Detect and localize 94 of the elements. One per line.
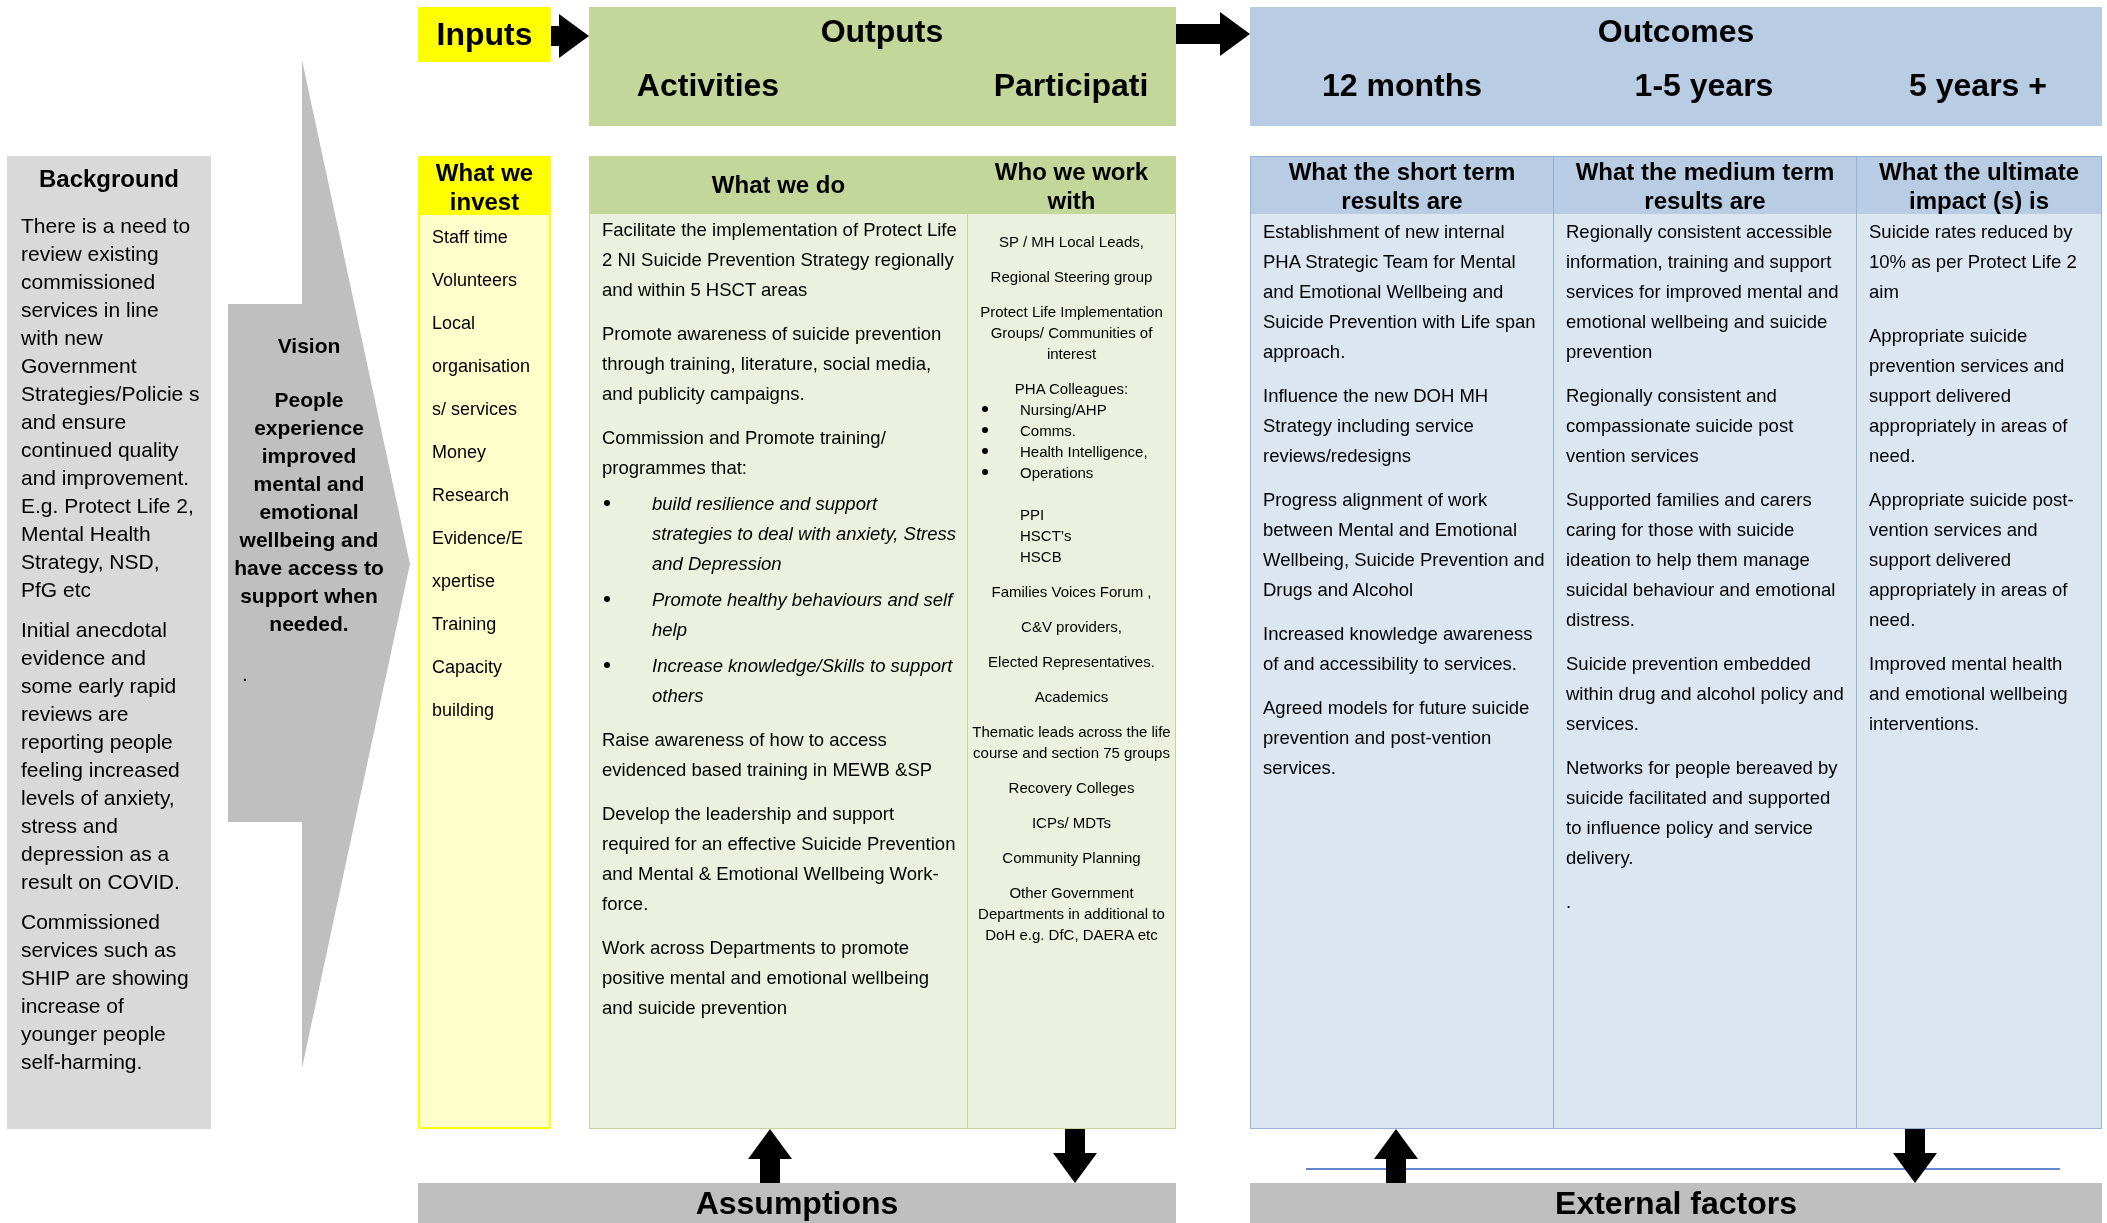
block-arrow <box>1176 12 1250 56</box>
body-text: Facilitate the implementation of Protect Life 2 NI Suicide Prevention Strategy regionally and within 5 HSCT areas <box>601 218 958 302</box>
body-text: Raise awareness of how to access evidenced based training in MEWB &SP <box>601 728 934 782</box>
body-text: Thematic leads across the life course and section 75 groups <box>972 722 1171 763</box>
body-text: Staff time <box>431 226 509 249</box>
list-text: Operations <box>1020 464 1094 481</box>
body-text: Commission and Promote training/ programmes that: <box>601 426 887 480</box>
block-arrow <box>1053 1129 1097 1183</box>
body-text: Commissioned services such as SHIP are showing increase of younger people self-harming. <box>20 909 190 1075</box>
column-panel <box>1553 156 1857 1129</box>
body-text: Supported families and carers caring for those with suicide ideation to help them manage suicidal behaviour and emotional distress. <box>1565 488 1837 632</box>
body-text: Influence the new DOH MH Strategy including service reviews/redesigns <box>1262 384 1490 468</box>
body-text: Work across Departments to promote positive mental and emotional wellbeing and suicide prevention <box>601 936 931 1020</box>
list-text: Increase knowledge/Skills to support others <box>652 655 953 706</box>
body-text: Increased knowledge awareness of and accessibility to services. <box>1262 622 1534 676</box>
block-arrow <box>1374 1129 1418 1183</box>
block-arrow <box>748 1129 792 1183</box>
subheading: Participati <box>992 67 1150 104</box>
body-text: PPI <box>1019 505 1046 525</box>
list-text: Promote healthy behaviours and self help <box>652 589 953 640</box>
body-text: Capacity building <box>431 656 504 722</box>
column-heading: What we invest <box>434 158 535 216</box>
column-panel <box>1250 156 1554 1129</box>
body-text: Other Government Departments in additional to DoH e.g. DfC, DAERA etc <box>977 883 1166 945</box>
body-text: Families Voices Forum , <box>990 582 1153 602</box>
body-text: Evidence/E xpertise <box>431 527 525 593</box>
body-text: Regional Steering group <box>989 267 1154 287</box>
body-text: Local organisation s/ services <box>431 312 532 421</box>
subheading: 12 months <box>1321 67 1483 104</box>
column-panel <box>1856 156 2102 1129</box>
body-text: Improved mental health and emotional wellbeing interventions. <box>1868 652 2069 736</box>
note-text: . <box>241 661 249 687</box>
column-panel <box>418 156 551 1129</box>
body-text: Community Planning <box>1001 848 1142 868</box>
header-bar <box>589 7 1176 126</box>
body-text: Training <box>431 613 498 636</box>
column-heading: What the medium term results are <box>1574 157 1836 215</box>
body-text: Initial anecdotal evidence and some early rapid reviews are reporting people feeling increased levels of anxiety, stress and depression as a result on COVID. <box>20 617 181 895</box>
subheading: 1-5 years <box>1633 67 1775 104</box>
body-text: Establishment of new internal PHA Strategic Team for Mental and Emotional Wellbeing and Suicide Prevention with Life span approach. <box>1262 220 1537 364</box>
list-text: Comms. <box>1020 422 1076 439</box>
body-text: Research <box>431 484 511 507</box>
body-text: Academics <box>1033 687 1110 707</box>
footer-bar <box>1250 1183 2102 1223</box>
block-arrow <box>1893 1129 1937 1183</box>
body-text: Appropriate suicide post-vention services and support delivered appropriately in areas of need. <box>1868 488 2075 632</box>
header-bar <box>418 7 551 62</box>
body-text: Agreed models for future suicide prevention and post-vention services. <box>1262 696 1531 780</box>
body-text: Recovery Colleges <box>1007 778 1136 798</box>
heading: Inputs <box>435 15 534 54</box>
list-text: Nursing/AHP <box>1020 401 1107 418</box>
body-text: Protect Life Implementation Groups/ Communities of interest <box>979 302 1164 364</box>
column-panel <box>589 156 968 1129</box>
body-text: Volunteers <box>431 269 519 292</box>
body-text: . <box>1565 890 1573 914</box>
body-text: Develop the leadership and support required for an effective Suicide Prevention and Mental & Emotional Wellbeing Work-force. <box>601 802 957 916</box>
list-text: Health Intelligence, <box>1020 443 1148 460</box>
heading: Outputs <box>819 13 945 50</box>
body-text: SP / MH Local Leads, <box>998 232 1145 252</box>
footer-bar <box>418 1183 1176 1223</box>
column-heading: Who we work with <box>993 157 1150 215</box>
body-text: Suicide rates reduced by 10% as per Protect Life 2 aim <box>1868 220 2078 304</box>
body-text: There is a need to review existing commissioned services in line with new Government Strategies/Policie s and ensure continued quality and improvement. E.g. Protect Life 2, Mental Health Strategy, NSD, PfG etc <box>20 213 201 603</box>
background-panel <box>7 156 211 1129</box>
body-text: ICPs/ MDTs <box>1030 813 1113 833</box>
subheading: Activities <box>635 67 781 104</box>
header-bar <box>1250 7 2102 126</box>
vision-chevron <box>228 60 410 1068</box>
body-text: Money <box>431 441 488 464</box>
column-panel <box>967 156 1176 1129</box>
block-arrow <box>551 14 589 58</box>
body-text: C&V providers, <box>1020 617 1123 637</box>
vision-statement: People experience improved mental and emotional wellbeing and have access to support when needed. <box>233 387 385 637</box>
column-heading: What the short term results are <box>1287 157 1517 215</box>
body-text: HSCT’s <box>1019 526 1073 546</box>
heading: Vision <box>276 333 342 359</box>
subheading: 5 years + <box>1908 67 2048 104</box>
heading: Assumptions <box>694 1184 900 1223</box>
body-text: PHA Colleagues: <box>1013 379 1130 399</box>
body-text: Promote awareness of suicide prevention through training, literature, social media, and publicity campaigns. <box>601 322 943 406</box>
body-text: Suicide prevention embedded within drug and alcohol policy and services. <box>1565 652 1845 736</box>
heading: External factors <box>1554 1184 1798 1223</box>
column-heading: Background <box>38 164 180 194</box>
column-heading: What we do <box>710 170 847 200</box>
body-text: Regionally consistent and compassionate suicide post vention services <box>1565 384 1795 468</box>
body-text: Appropriate suicide prevention services and support delivered appropriately in areas of need. <box>1868 324 2069 468</box>
body-text: HSCB <box>1019 547 1063 567</box>
column-heading: What the ultimate impact (s) is <box>1878 157 2080 215</box>
heading: Outcomes <box>1596 13 1756 50</box>
body-text: Progress alignment of work between Mental and Emotional Wellbeing, Suicide Prevention and Drugs and Alcohol <box>1262 488 1546 602</box>
list-text: build resilience and support strategies to deal with anxiety, Stress and Depression <box>652 493 957 574</box>
body-text: Regionally consistent accessible information, training and support services for improved mental and emotional wellbeing and suicide prevention <box>1565 220 1840 364</box>
body-text: Elected Representatives. <box>987 652 1156 672</box>
body-text: Networks for people bereaved by suicide facilitated and supported to influence policy and service delivery. <box>1565 756 1839 870</box>
